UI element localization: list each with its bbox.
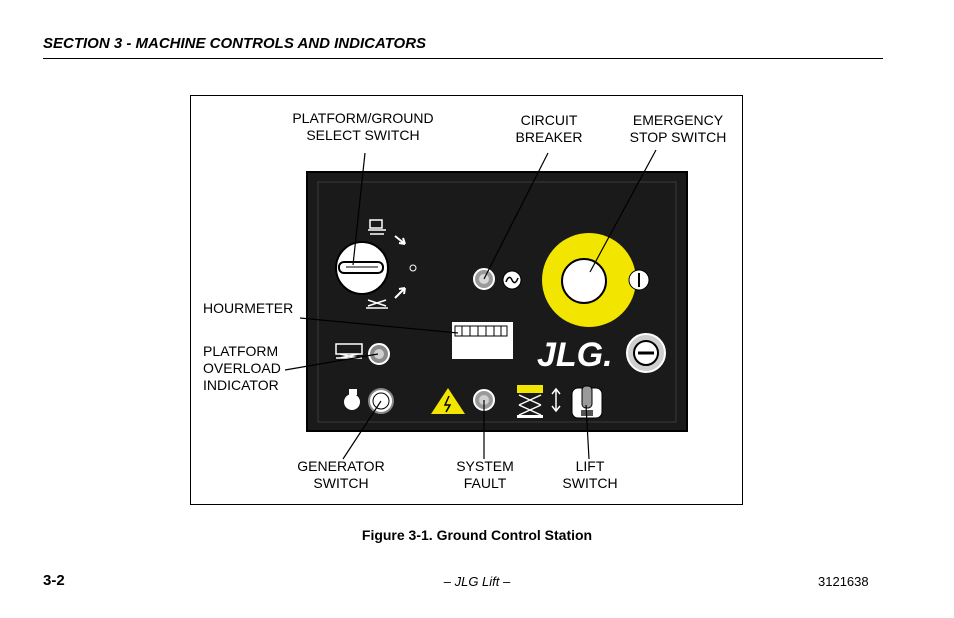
figure-caption: Figure 3-1. Ground Control Station bbox=[361, 527, 593, 543]
callout-lift-switch: LIFT SWITCH bbox=[562, 458, 618, 491]
callout-hourmeter: HOURMETER bbox=[203, 300, 294, 316]
platform-ground-select-switch bbox=[335, 241, 389, 295]
jlg-logo: JLG. bbox=[537, 336, 613, 374]
generator-icon bbox=[344, 389, 360, 410]
footer-title: – JLG Lift – bbox=[443, 574, 511, 589]
power-icon bbox=[628, 269, 650, 291]
emergency-stop-switch bbox=[542, 233, 636, 327]
up-down-arrow-icon bbox=[551, 387, 561, 413]
ground-position-icon bbox=[366, 299, 388, 309]
header-rule bbox=[43, 58, 883, 59]
callout-circuit-breaker: CIRCUIT BREAKER bbox=[515, 112, 583, 145]
lift-switch bbox=[571, 385, 603, 419]
page-number: 3-2 bbox=[43, 572, 65, 589]
leader-lines bbox=[284, 149, 657, 460]
callout-platform-ground-select-switch: PLATFORM/GROUND SELECT SWITCH bbox=[292, 110, 434, 143]
callout-system-fault: SYSTEM FAULT bbox=[456, 458, 514, 491]
platform-overload-indicator bbox=[368, 343, 390, 365]
document-number: 3121638 bbox=[818, 574, 869, 589]
callout-emergency-stop-switch: EMERGENCY STOP SWITCH bbox=[629, 112, 727, 145]
section-title: SECTION 3 - MACHINE CONTROLS AND INDICAT… bbox=[43, 35, 427, 52]
arrow-down-right-icon bbox=[394, 287, 406, 299]
arrow-up-right-icon bbox=[394, 235, 406, 245]
circuit-breaker-icon bbox=[502, 270, 522, 290]
platform-position-icon bbox=[368, 219, 386, 235]
callout-platform-overload-indicator: PLATFORM OVERLOAD INDICATOR bbox=[203, 343, 281, 393]
scissor-lift-icon bbox=[517, 385, 543, 418]
hourmeter bbox=[452, 322, 513, 359]
key-switch bbox=[626, 333, 666, 373]
callout-generator-switch: GENERATOR SWITCH bbox=[297, 458, 385, 491]
warning-icon bbox=[431, 388, 465, 414]
position-dot bbox=[409, 264, 417, 272]
figure-frame bbox=[190, 95, 743, 505]
